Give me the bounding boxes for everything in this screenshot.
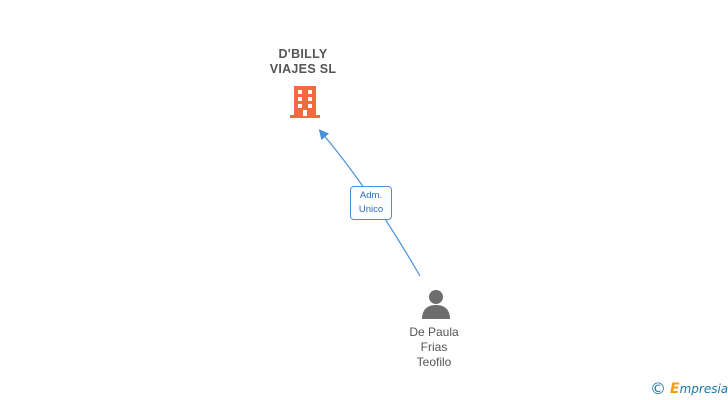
person-name[interactable]: De Paula Frias Teofilo	[386, 325, 482, 370]
person-name-line2: Frias	[420, 340, 448, 354]
brand-rest: mpresia	[679, 382, 728, 396]
relationship-label-line2: Unico	[358, 204, 384, 215]
person-name-line1: De Paula	[409, 325, 459, 339]
building-icon[interactable]	[288, 83, 322, 119]
person-name-line3: Teofilo	[416, 355, 452, 369]
relationship-label-line1: Adm.	[359, 190, 383, 201]
person-icon[interactable]	[420, 288, 452, 320]
company-name-line2: VIAJES SL	[269, 62, 337, 76]
relationship-label[interactable]: Adm. Unico	[350, 186, 392, 220]
footer-brand[interactable]: © Empresia	[650, 380, 728, 398]
brand-initial: E	[670, 381, 680, 397]
copyright-icon: ©	[650, 379, 666, 398]
brand-logo: Empresia	[670, 381, 728, 397]
company-name-line1: D'BILLY	[278, 47, 328, 61]
company-name[interactable]: D'BILLY VIAJES SL	[243, 47, 363, 77]
